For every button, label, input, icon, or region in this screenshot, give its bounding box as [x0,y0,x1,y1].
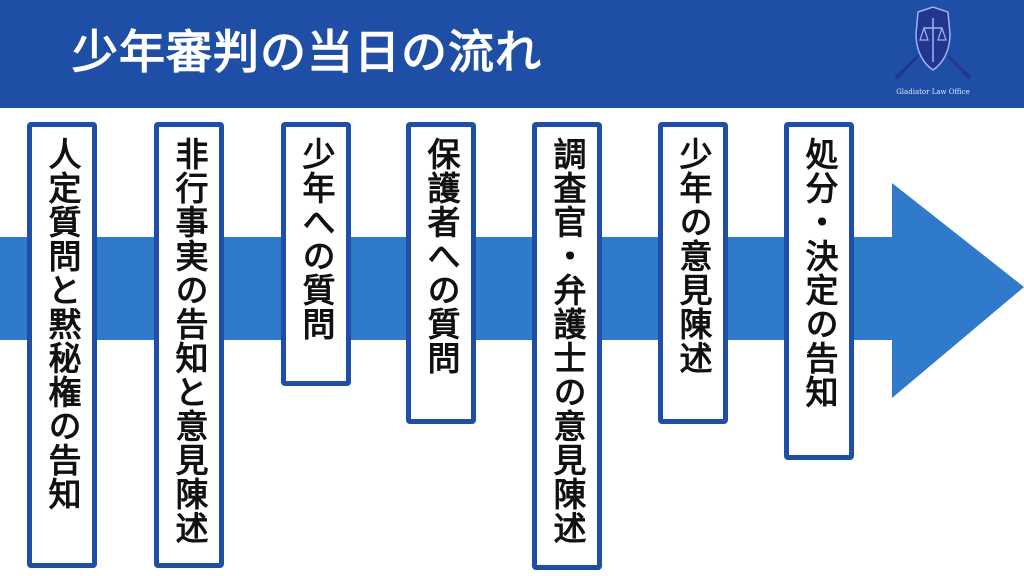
step-box-7: 処分・決定の告知 [784,122,854,460]
header-bar: 少年審判の当日の流れ Gladiator Law Office [0,0,1024,108]
step-box-1: 人定質問と黙秘権の告知 [27,122,97,568]
law-office-logo: Gladiator Law Office [880,4,986,104]
step-box-3: 少年への質問 [281,122,351,386]
step-label: 人定質問と黙秘権の告知 [43,137,82,511]
step-label: 保護者への質問 [422,137,461,375]
logo-text: Gladiator Law Office [896,88,970,96]
step-box-5: 調査官・弁護士の意見陳述 [532,122,602,570]
step-label: 少年の意見陳述 [674,137,713,375]
step-box-2: 非行事実の告知と意見陳述 [154,122,224,568]
step-label: 少年への質問 [297,137,336,341]
step-label: 非行事実の告知と意見陳述 [170,137,209,545]
step-label: 調査官・弁護士の意見陳述 [548,137,587,545]
step-box-4: 保護者への質問 [406,122,476,424]
shield-emblem-icon [894,6,972,80]
step-label: 処分・決定の告知 [800,137,839,409]
page-title: 少年審判の当日の流れ [72,25,542,79]
arrow-shape [0,183,1024,398]
step-box-6: 少年の意見陳述 [658,122,728,424]
